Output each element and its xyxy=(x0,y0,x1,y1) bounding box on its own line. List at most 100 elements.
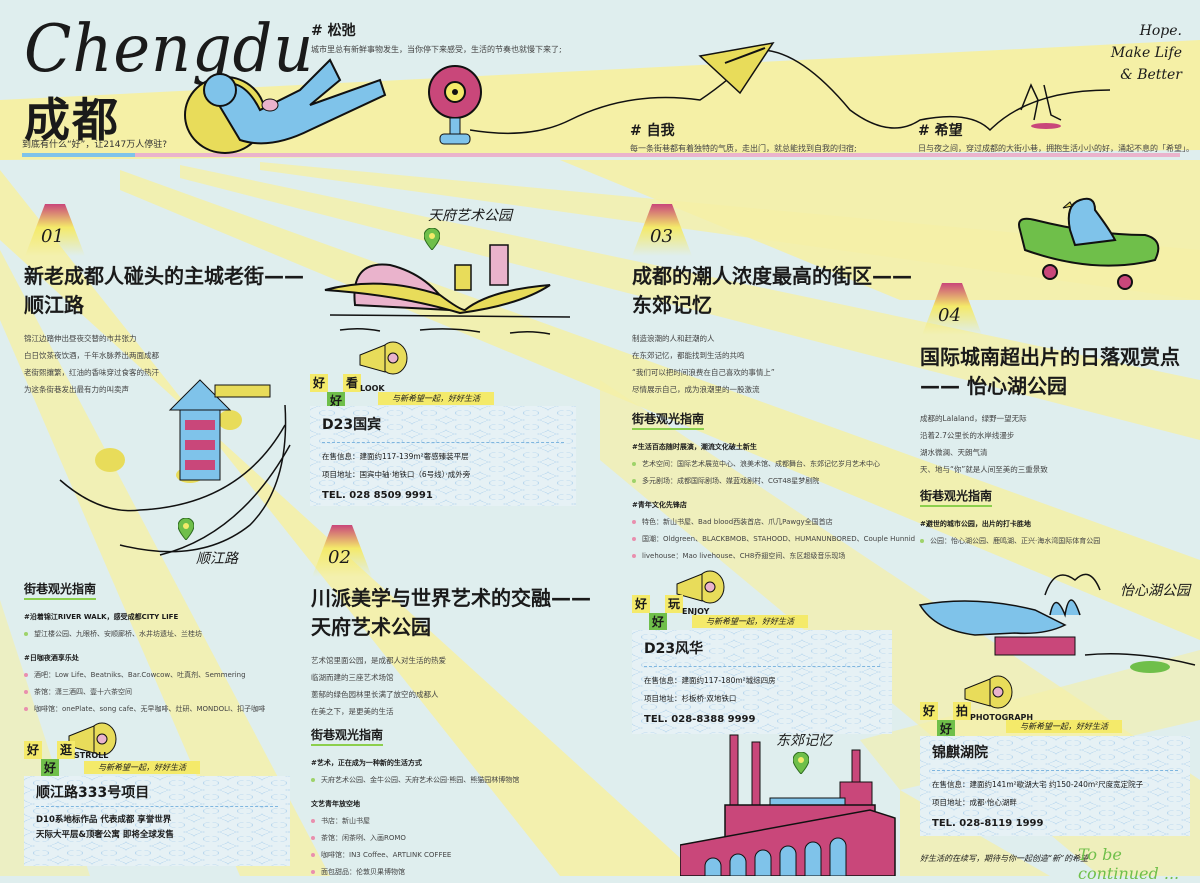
art-park-illustration xyxy=(324,244,571,335)
map-label-lake-park: 怡心湖公园 xyxy=(1120,583,1190,599)
guide-item: 咖啡馆：IN3 Coffee、ARTLINK COFFEE xyxy=(311,850,591,860)
section-03-guide: 街巷观光指南 #生活百态随时展演，潮流文化破土新生 艺术空间：国际艺术展览中心、… xyxy=(632,408,922,561)
para-line: 临湖而建的三座艺术场馆 xyxy=(311,673,394,682)
project-card-d23-fenghua: D23风华 在售信息：建面约117-180m²城综四房 项目地址：杉板桥·双地铁… xyxy=(632,630,892,734)
project-address: 项目地址：杉板桥·双地铁口 xyxy=(644,694,737,703)
title-line-2: 顺江路 xyxy=(24,293,84,317)
title-line-1: 川派美学与世界艺术的交融—— xyxy=(311,586,591,610)
megaphone-icon xyxy=(359,341,408,375)
factory-illustration xyxy=(680,734,896,876)
title-chinese: 成都 xyxy=(24,93,120,147)
project-headline: D10系地标作品 代表成都 享誉世界 天际大平层&顶奢公寓 即将全球发售 xyxy=(36,813,278,843)
project-name: D23国宾 xyxy=(322,417,382,433)
english-verb: ENJOY xyxy=(682,607,710,616)
verb-char: 拍 xyxy=(953,702,971,720)
title-line-2: —— 怡心湖公园 xyxy=(920,374,1067,398)
project-card-d23-guobin: D23国宾 在售信息：建面约117-139m²奢感臻装平层 项目地址：国宾中轴·… xyxy=(310,406,576,506)
relaxing-person-illustration xyxy=(184,58,387,154)
hao-char: 好 xyxy=(920,702,938,720)
section-01-paragraph: 锦江边踏伸出昼夜交替的市井张力 白日饮茶夜饮酒，千年水脉养出两面成都 老街熙攘繁… xyxy=(24,330,159,398)
guide-category: #避世的城市公园，出片的打卡胜地 xyxy=(920,520,1031,528)
tag-hope: # 希望 日与夜之间，穿过成都的大街小巷，拥抱生活小小的好，涌起不息的「希望」。 xyxy=(918,120,1194,154)
section-number-badge: 04 xyxy=(922,283,982,335)
divider xyxy=(36,806,278,807)
guide-heading: 街巷观光指南 xyxy=(920,487,993,507)
guide-category: #日咖夜酒享乐处 xyxy=(24,654,79,662)
section-number: 04 xyxy=(938,305,961,326)
guide-item: 咖啡馆：onePlate、song cafe、无早咖啡、灶研、MONDOLI、扣… xyxy=(24,704,304,714)
para-line: 蔥郁的绿色园林里长满了放空的成都人 xyxy=(311,690,439,699)
guide-item: 公园：怡心湖公园、鹿鸣湖、正兴·海水湾国际体育公园 xyxy=(920,536,1190,546)
title-line-2: 天府艺术公园 xyxy=(311,615,431,639)
section-01: 01 xyxy=(25,204,85,256)
guide-heading: 街巷观光指南 xyxy=(311,726,384,746)
section-03-title: 成都的潮人浓度最高的街区—— 东郊记忆 xyxy=(632,262,912,320)
headline-line: D10系地标作品 代表成都 享誉世界 xyxy=(36,815,172,825)
footer-text: 好生活的在续写，期待与你一起创造“新”的希望 xyxy=(920,854,1089,863)
legs-icon xyxy=(1020,83,1062,129)
section-number-badge: 01 xyxy=(25,204,85,256)
project-info: 在售信息：建面约141m²歇湖大宅 约150-240m²尺度宽定院子 xyxy=(932,780,1144,789)
guide-category: 文艺青年放空地 xyxy=(311,800,360,808)
hao-char: 好 xyxy=(310,374,328,392)
section-02: 02 xyxy=(312,525,372,577)
header-bar-pink xyxy=(135,153,1180,157)
shunjiang-road-map-illustration xyxy=(59,379,291,556)
tag-self: # 自我 每一条街巷都有着独特的气质，走出门，就总能找到自我的归宿; xyxy=(630,120,857,154)
guide-category: #沿着锦江RIVER WALK，感受成都CITY LIFE xyxy=(24,613,179,621)
to-be-continued: To be continued ... xyxy=(1078,845,1180,883)
title-english: Chengdu xyxy=(24,10,315,87)
verb-char: 看 xyxy=(343,374,361,392)
english-verb: STROLL xyxy=(74,751,109,760)
guide-item: livehouse：Mao livehouse、CH8乔翅空间、东区超级音乐现场 xyxy=(632,551,922,561)
map-pin-icon xyxy=(424,228,440,250)
english-verb: PHOTOGRAPH xyxy=(970,713,1034,722)
promo-slogan: 与新希望一起，好好生活 xyxy=(1006,720,1122,733)
project-name: 顺江路333号项目 xyxy=(36,785,150,801)
guide-item: 特色：新山书屋、Bad blood西装首店、爪几Pawgy全国首店 xyxy=(632,517,922,527)
tag-text: 城市里总有新鲜事物发生，当你停下来感受，生活的节奏也就慢下来了; xyxy=(311,45,562,54)
project-card-jinqi: 锦麒湖院 在售信息：建面约141m²歇湖大宅 约150-240m²尺度宽定院子 … xyxy=(920,736,1190,836)
tag-title: # 自我 xyxy=(630,123,675,139)
section-02-guide: 街巷观光指南 #艺术，正在成为一种新的生活方式 天府艺术公园、金牛公园、天府艺术… xyxy=(311,724,591,877)
map-label-dongjiao: 东郊记忆 xyxy=(776,733,832,749)
map-pin-icon xyxy=(178,518,194,540)
slogan-line-3: & Better xyxy=(1120,67,1182,83)
badge-shape xyxy=(25,204,85,256)
guide-heading: 街巷观光指南 xyxy=(632,410,705,430)
tag-title: # 希望 xyxy=(918,123,963,139)
hao-char: 好 xyxy=(41,759,59,777)
hao-char: 好 xyxy=(937,720,955,738)
title-line-1: 成都的潮人浓度最高的街区—— xyxy=(632,264,912,288)
section-03: 03 xyxy=(632,204,692,256)
header-subtitle: 到底有什么“好”，让2147万人停驻? xyxy=(22,140,168,150)
section-04-paragraph: 成都的Lalaland，绿野一望无际 沿着2.7公里长的水岸线漫步 湖水微澜、天… xyxy=(920,410,1048,478)
para-line: 天、地与“你”就是人间至美的三重景致 xyxy=(920,465,1048,474)
map-pin-icon xyxy=(793,752,809,774)
badge-shape xyxy=(922,283,982,335)
guide-category: #艺术，正在成为一种新的生活方式 xyxy=(311,759,422,767)
badge-shape xyxy=(312,525,372,577)
section-04-guide: 街巷观光指南 #避世的城市公园，出片的打卡胜地 公园：怡心湖公园、鹿鸣湖、正兴·… xyxy=(920,485,1190,546)
map-label-art-park: 天府艺术公园 xyxy=(428,208,512,224)
hao-char: 好 xyxy=(632,595,650,613)
title-line-1: 国际城南超出片的日落观赏点 xyxy=(920,345,1180,369)
para-line: 为这条街巷发出最有力的叫卖声 xyxy=(24,385,129,394)
section-04-title: 国际城南超出片的日落观赏点 —— 怡心湖公园 xyxy=(920,343,1180,401)
project-phone: TEL. 028-8388 9999 xyxy=(644,714,756,725)
section-number-badge: 02 xyxy=(312,525,372,577)
header-title-block: Chengdu xyxy=(24,10,315,87)
tag-relax: # 松弛 城市里总有新鲜事物发生，当你停下来感受，生活的节奏也就慢下来了; xyxy=(311,20,562,55)
hao-char: 好 xyxy=(327,392,345,410)
para-line: 老街熙攘繁，红油的香味穿过食客的热汗 xyxy=(24,368,159,377)
section-01-title: 新老成都人碰头的主城老街—— 顺江路 xyxy=(24,262,304,320)
para-line: 成都的Lalaland，绿野一望无际 xyxy=(920,414,1027,423)
para-line: 在美之下，是更美的生活 xyxy=(311,707,394,716)
project-info: 在售信息：建面约117-139m²奢感臻装平层 xyxy=(322,452,469,461)
guide-heading: 街巷观光指南 xyxy=(24,580,97,600)
project-address: 项目地址：成都·怡心湖畔 xyxy=(932,798,1017,807)
divider xyxy=(644,666,880,667)
guide-item: 国潮：Oldgreen、BLACKBMOB、STAHOOD、HUMANUNBOR… xyxy=(632,534,922,544)
header-bar-blue xyxy=(22,153,135,157)
project-name: D23风华 xyxy=(644,641,704,657)
